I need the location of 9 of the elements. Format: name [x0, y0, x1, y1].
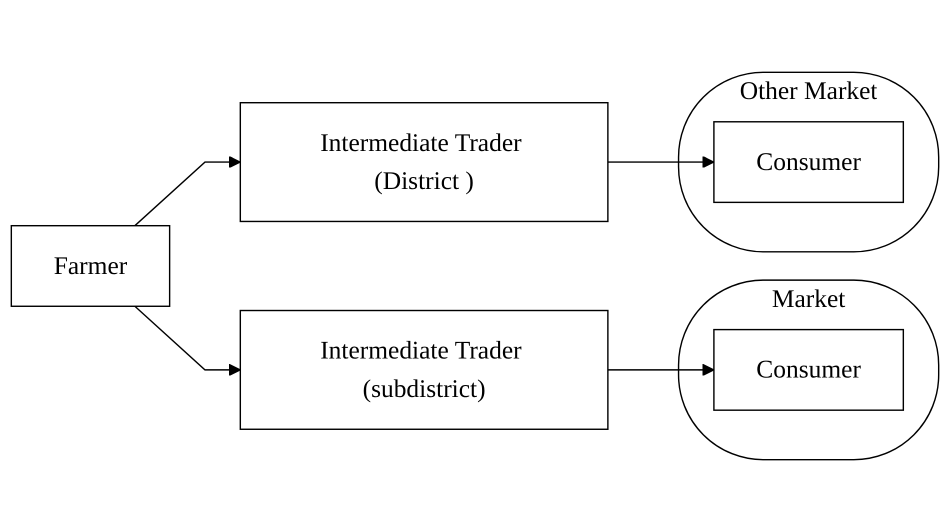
- node-box: Farmer: [10, 224, 170, 306]
- arrow: [608, 363, 714, 376]
- arrow: [134, 305, 241, 376]
- node-box: Consumer: [713, 120, 904, 203]
- node-box: Intermediate Trader (subdistrict): [240, 309, 609, 430]
- node-box: Intermediate Trader (District ): [240, 102, 609, 222]
- arrow: [608, 155, 714, 168]
- node-box: Consumer: [713, 328, 904, 410]
- arrow: [134, 155, 241, 226]
